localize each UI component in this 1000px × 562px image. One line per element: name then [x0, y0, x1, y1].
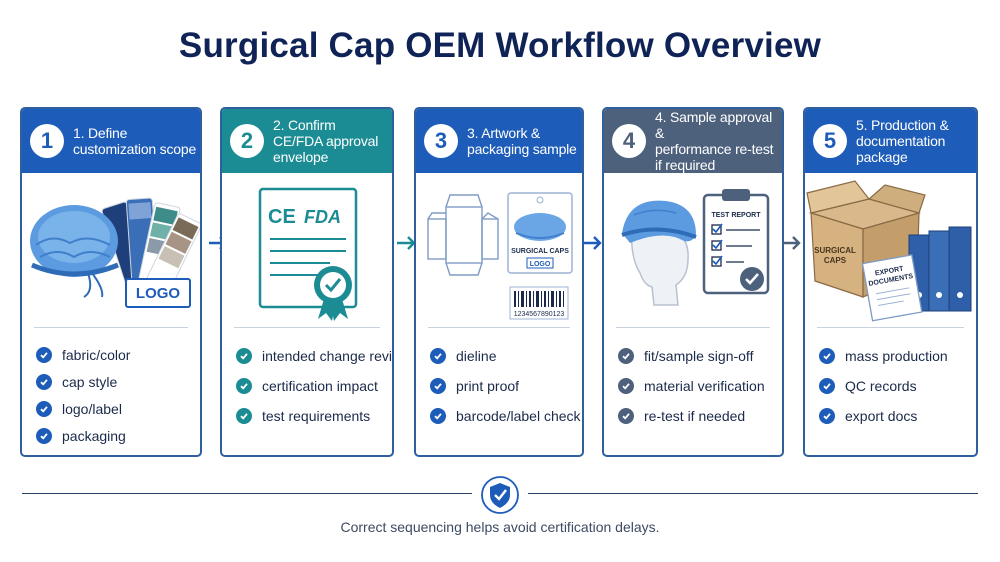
step-card-4: 4 4. Sample approval & performance re-te…	[602, 107, 784, 457]
card-divider	[817, 327, 964, 328]
arrow-right-icon	[583, 236, 602, 250]
mannequin-head-icon	[621, 200, 697, 306]
card-divider	[34, 327, 188, 328]
barcode-digits: 1234567890123	[514, 311, 565, 318]
card-divider	[234, 327, 380, 328]
step-checklist: dieline print proof barcode/label check	[430, 341, 581, 431]
step-header-4: 4 4. Sample approval & performance re-te…	[604, 109, 782, 173]
checklist-item: re-test if needed	[618, 401, 765, 431]
check-icon	[618, 408, 634, 424]
arrow-right-icon	[782, 236, 801, 250]
checklist-item: certification impact	[236, 371, 392, 401]
step-header-5: 5 5. Production & documentation package	[805, 109, 976, 173]
cap-and-swatch-illustration: LOGO	[22, 173, 200, 327]
logo-tag-icon: LOGO	[125, 278, 191, 308]
barcode-icon: 1234567890123	[509, 286, 569, 320]
step-checklist: intended change review certification imp…	[236, 341, 392, 431]
binders-icon	[908, 226, 972, 312]
checklist-item: material verification	[618, 371, 765, 401]
checklist-item: packaging	[36, 422, 130, 449]
check-icon	[36, 373, 52, 390]
step-header-1: 1 1. Define customization scope	[22, 109, 200, 173]
check-icon	[236, 378, 252, 394]
package-label: SURGICAL CAPS	[511, 248, 569, 255]
step-card-2: 2 2. Confirm CE/FDA approval envelope CE…	[220, 107, 394, 457]
check-icon	[618, 348, 634, 364]
card-divider	[616, 327, 770, 328]
step-checklist: fabric/color cap style logo/label packag…	[36, 341, 130, 449]
checklist-item: mass production	[819, 341, 948, 371]
step-header-3: 3 3. Artwork & packaging sample	[416, 109, 582, 173]
footer-divider-left	[22, 493, 472, 494]
checklist-item: fabric/color	[36, 341, 130, 368]
step-number-badge: 3	[424, 124, 458, 158]
checklist-item: test requirements	[236, 401, 392, 431]
step-title: 5. Production & documentation package	[856, 117, 949, 165]
logo-text: LOGO	[136, 285, 180, 302]
cap-package-icon: SURGICAL CAPS LOGO	[507, 192, 573, 274]
step-number-badge: 5	[813, 124, 847, 158]
step-number-badge: 1	[30, 124, 64, 158]
check-icon	[236, 348, 252, 364]
certificate-illustration: CE FDA	[222, 173, 392, 327]
box-label: CAPS	[824, 256, 847, 265]
dieline-icon	[427, 194, 499, 276]
footer-note: Correct sequencing helps avoid certifica…	[340, 519, 660, 535]
step-card-5: 5 5. Production & documentation package …	[803, 107, 978, 457]
report-title: TEST REPORT	[711, 212, 761, 219]
check-icon	[36, 427, 52, 444]
step-title: 3. Artwork & packaging sample	[467, 125, 577, 157]
checklist-item: logo/label	[36, 395, 130, 422]
check-icon	[36, 400, 52, 417]
step-checklist: fit/sample sign-off material verificatio…	[618, 341, 765, 431]
step-checklist: mass production QC records export docs	[819, 341, 948, 431]
check-icon	[236, 408, 252, 424]
checklist-item: barcode/label check	[430, 401, 581, 431]
check-icon	[819, 348, 835, 364]
checklist-item: export docs	[819, 401, 948, 431]
checklist-item: cap style	[36, 368, 130, 395]
check-icon	[819, 378, 835, 394]
step-title: 1. Define customization scope	[73, 125, 197, 157]
check-icon	[36, 346, 52, 363]
footer-divider-right	[528, 493, 978, 494]
clipboard-report-icon: TEST REPORT	[702, 189, 770, 295]
checklist-item: dieline	[430, 341, 581, 371]
ce-mark: CE	[268, 206, 296, 228]
export-documents-icon: EXPORT DOCUMENTS	[861, 254, 923, 322]
page-title: Surgical Cap OEM Workflow Overview	[178, 26, 822, 65]
checklist-item: print proof	[430, 371, 581, 401]
check-icon	[618, 378, 634, 394]
step-card-3: 3 3. Artwork & packaging sample SURGICAL…	[414, 107, 584, 457]
checklist-item: intended change review	[236, 341, 392, 371]
packaging-illustration: SURGICAL CAPS LOGO 1234567890123	[416, 173, 582, 327]
step-card-1: 1 1. Define customization scope	[20, 107, 202, 457]
check-icon	[430, 408, 446, 424]
step-number-badge: 4	[612, 124, 646, 158]
step-title: 2. Confirm CE/FDA approval envelope	[273, 117, 379, 165]
checklist-item: QC records	[819, 371, 948, 401]
surgical-cap-icon	[30, 205, 119, 298]
box-label: SURGICAL	[814, 246, 856, 255]
package-logo-text: LOGO	[530, 261, 551, 268]
step-title: 4. Sample approval & performance re-test…	[655, 109, 774, 173]
checklist-item: fit/sample sign-off	[618, 341, 765, 371]
approval-seal-icon	[314, 266, 352, 321]
step-header-2: 2 2. Confirm CE/FDA approval envelope	[222, 109, 392, 173]
check-icon	[430, 378, 446, 394]
sample-test-illustration: TEST REPORT	[604, 173, 782, 327]
check-icon	[430, 348, 446, 364]
card-divider	[428, 327, 570, 328]
shield-check-icon	[481, 476, 519, 514]
fda-mark: FDA	[304, 207, 341, 227]
production-illustration: SURGICAL CAPS EXPORT DOCUMENTS	[805, 173, 976, 327]
check-icon	[819, 408, 835, 424]
step-number-badge: 2	[230, 124, 264, 158]
